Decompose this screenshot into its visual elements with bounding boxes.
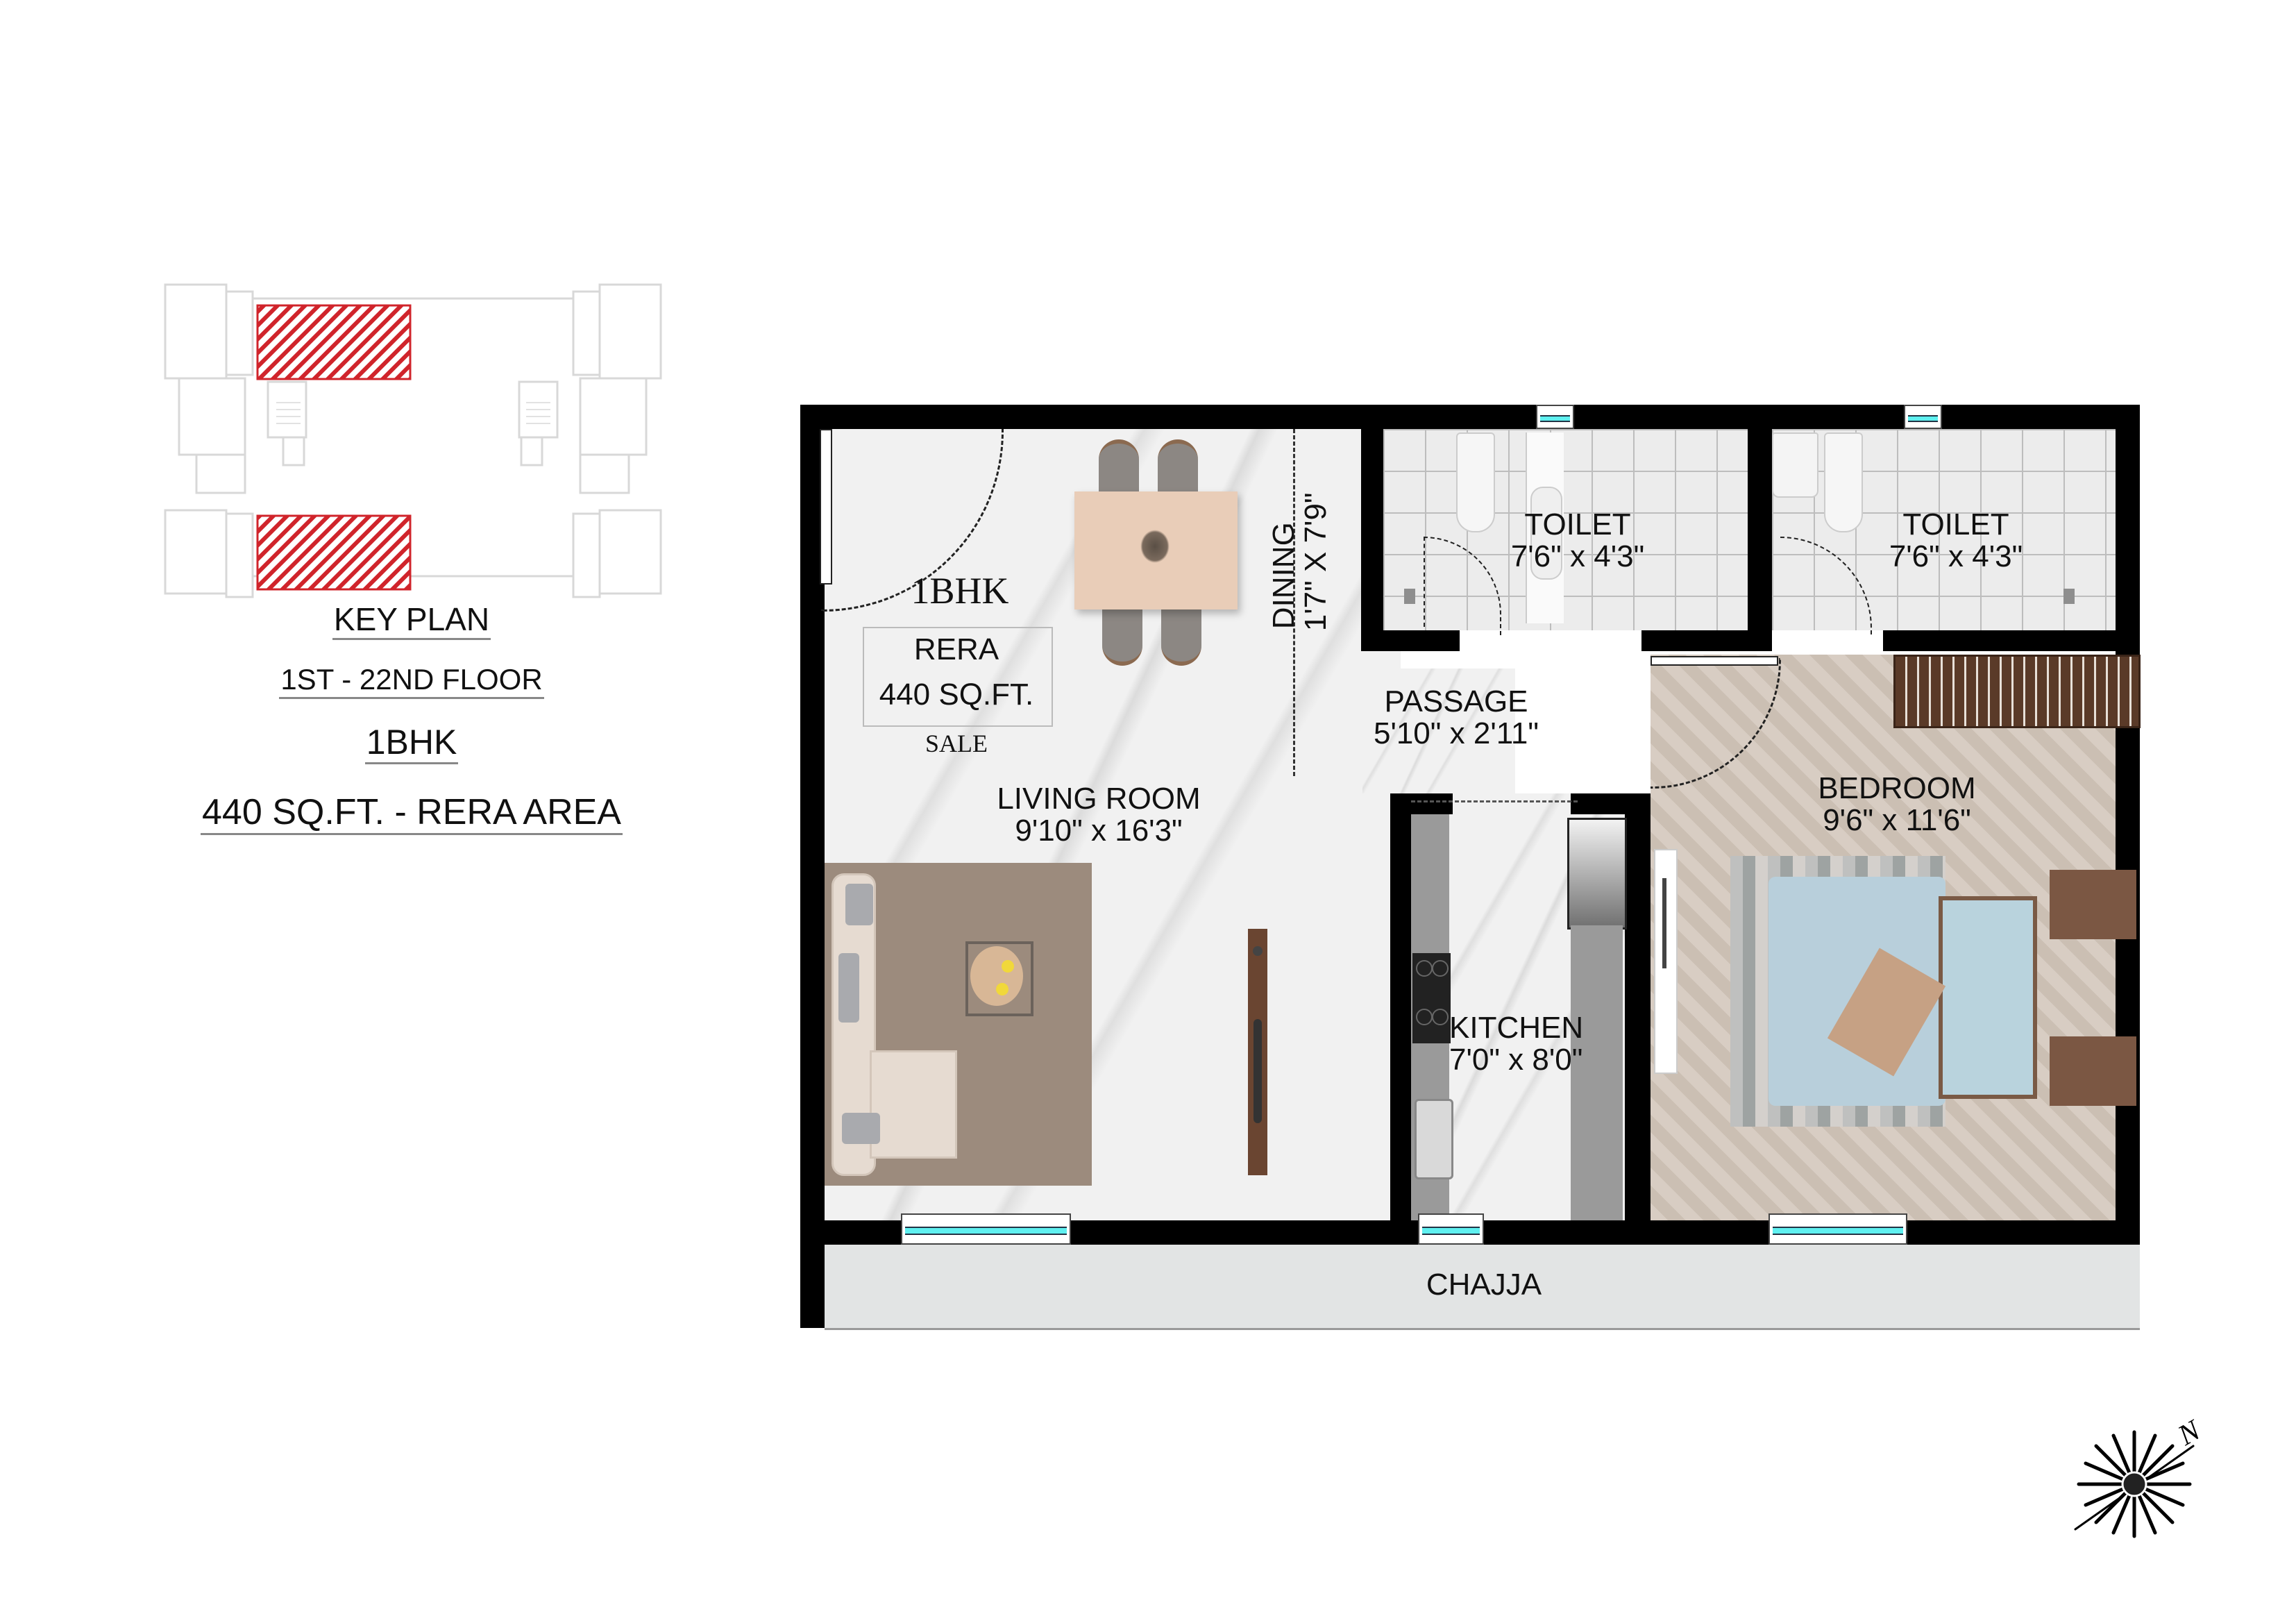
key-plan-drawing — [158, 271, 668, 604]
burner — [1432, 1009, 1449, 1025]
coffee-table — [970, 946, 1023, 1006]
wall-kitchen-top-b — [1571, 793, 1651, 814]
chajja-label: CHAJJA — [1426, 1268, 1542, 1302]
rera-box — [863, 627, 1053, 727]
coffee-table-frame — [965, 941, 1033, 1016]
burner — [1416, 960, 1433, 977]
unit-badge: 1BHK — [911, 570, 1009, 612]
dining-chair — [1161, 606, 1201, 666]
decor-flowers — [1002, 960, 1014, 973]
rera-area: 440 SQ.FT. — [879, 678, 1034, 712]
wall-kitchen-top-a — [1390, 793, 1453, 814]
kitchen-label: KITCHEN 7'0" x 8'0" — [1449, 1011, 1584, 1077]
wall-toilet1-left — [1361, 429, 1383, 651]
bed-headboard — [1939, 896, 2037, 1099]
compass-rose-icon: N — [2074, 1414, 2207, 1538]
kitchen-window — [1418, 1213, 1484, 1245]
dining-chair — [1099, 439, 1139, 499]
chajja — [825, 1245, 2140, 1330]
nightstand-bottom — [2050, 1036, 2136, 1106]
tv-screen — [1253, 1019, 1262, 1123]
dining-table — [1074, 491, 1238, 609]
toilet-1-basin — [1530, 487, 1562, 580]
nightstand-top — [2050, 870, 2136, 939]
cushion — [845, 884, 873, 925]
living-room-label: LIVING ROOM 9'10" x 16'3" — [997, 782, 1201, 848]
toilet-2-wc — [1824, 432, 1863, 532]
toilet-1-shower — [1404, 589, 1415, 604]
rera-area-label: 440 SQ.FT. - RERA AREA — [89, 791, 734, 835]
cushion — [838, 953, 859, 1023]
speaker — [1253, 946, 1263, 956]
toilet-1-wc — [1456, 432, 1495, 532]
highlight-unit-top — [256, 304, 412, 380]
decor-flowers — [996, 983, 1008, 995]
svg-text:N: N — [2172, 1414, 2207, 1452]
wall-toilet1-bottom-b — [1641, 630, 1748, 651]
dining-label: DINING 1'7" X 7'9" — [1266, 492, 1333, 632]
bedroom-console — [1654, 849, 1678, 1074]
toilet-2-label: TOILET 7'6" x 4'3" — [1889, 507, 2023, 574]
toilet-1-window — [1536, 405, 1574, 429]
tv-unit — [1248, 929, 1267, 1175]
kitchen-opening-line — [1411, 800, 1578, 802]
sale-label: SALE — [925, 730, 988, 757]
unit-type-label: 1BHK — [89, 722, 734, 764]
rera-label: RERA — [913, 632, 999, 666]
dining-chair — [1158, 439, 1198, 499]
bedroom-label: BEDROOM 9'6" x 11'6" — [1818, 771, 1976, 838]
kitchen-sink — [1415, 1099, 1453, 1179]
wardrobe — [1893, 655, 2141, 728]
wall-right — [2116, 405, 2140, 1245]
wall-kitchen-bedroom — [1625, 793, 1651, 1220]
dining-divider — [1293, 429, 1295, 776]
burner — [1416, 1009, 1433, 1025]
floor-plan: DINING 1'7" X 7'9" 1BHK RERA 440 SQ.FT. … — [800, 405, 2159, 1330]
toilet-2-basin — [1772, 432, 1818, 498]
table-centerpiece — [1140, 530, 1170, 563]
wall-kitchen-left — [1390, 793, 1411, 1220]
north-compass: N — [2054, 1409, 2221, 1548]
kitchen-counter-right — [1571, 925, 1623, 1220]
key-plan-title: KEY PLAN — [89, 600, 734, 640]
console-handle — [1662, 878, 1666, 968]
wall-toilet2-bottom — [1883, 630, 2136, 651]
floor-range-label: 1ST - 22ND FLOOR — [89, 663, 734, 699]
wall-toilets-divider — [1748, 429, 1772, 651]
cooktop — [1412, 953, 1451, 1043]
cushion — [842, 1113, 880, 1144]
living-room-window — [901, 1213, 1071, 1245]
bedroom-window — [1769, 1213, 1907, 1245]
dining-chair — [1102, 606, 1142, 666]
bedroom-door-leaf[interactable] — [1651, 656, 1778, 666]
passage-floor — [1362, 668, 1515, 793]
passage-label: PASSAGE 5'10" x 2'11" — [1373, 684, 1539, 751]
toilet-1-label: TOILET 7'6" x 4'3" — [1510, 507, 1645, 574]
highlight-unit-bottom — [256, 514, 412, 591]
refrigerator — [1567, 818, 1627, 930]
wall-top — [825, 405, 2140, 429]
burner — [1432, 960, 1449, 977]
toilet-1-floor — [1383, 429, 1748, 630]
sofa-chaise — [870, 1050, 957, 1159]
key-plan-svg — [164, 283, 662, 598]
toilet-2-window — [1904, 405, 1942, 429]
toilet-2-shower — [2063, 589, 2075, 604]
entrance-door-leaf[interactable] — [820, 429, 832, 585]
